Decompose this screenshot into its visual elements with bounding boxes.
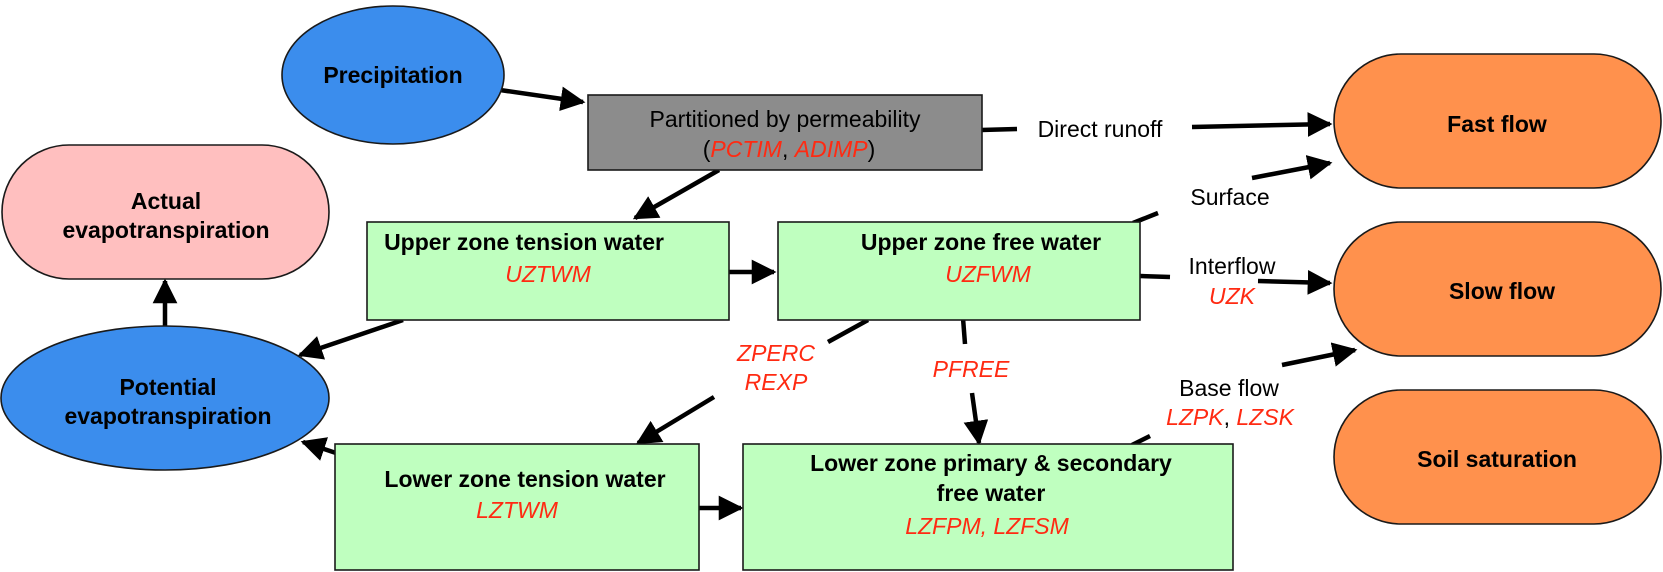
param-lzpk: LZPK <box>1166 404 1225 430</box>
param-rexp: REXP <box>745 369 808 395</box>
arrow-direct-runoff-to-fast <box>1191 112 1333 137</box>
arrow-percolation-to-lztw <box>635 395 716 445</box>
node-partition: Partitioned by permeability (PCTIM, ADIM… <box>587 94 983 171</box>
node-lower-zone-free-water: Lower zone primary & secondary free wate… <box>742 443 1234 571</box>
arrow-uztw-to-pet <box>297 317 404 360</box>
uztw-box <box>366 221 730 321</box>
slow-flow-label: Slow flow <box>1449 278 1555 304</box>
param-uztwm: UZTWM <box>505 261 591 287</box>
base-flow-sep: , <box>1224 404 1237 430</box>
param-zperc: ZPERC <box>736 340 815 366</box>
arrow-partition-to-uztw <box>632 168 721 220</box>
node-soil-saturation: Soil saturation <box>1333 389 1662 525</box>
precipitation-label: Precipitation <box>323 62 462 88</box>
param-adimp: ADIMP <box>793 136 869 162</box>
partition-sep: , <box>782 136 795 162</box>
base-flow-params: LZPK, LZSK <box>1166 404 1295 430</box>
potential-et-line1: Potential <box>119 374 216 400</box>
soil-saturation-shape <box>1333 389 1662 525</box>
potential-et-ellipse <box>0 325 330 471</box>
arrow-precip-to-partition <box>499 86 586 112</box>
param-pfree: PFREE <box>933 356 1010 382</box>
precipitation-ellipse <box>281 5 505 145</box>
line-partition-direct-runoff <box>980 126 1018 133</box>
param-uzfwm: UZFWM <box>945 261 1031 287</box>
fast-flow-label: Fast flow <box>1447 111 1547 137</box>
slow-flow-shape <box>1333 221 1662 357</box>
uztw-title: Upper zone tension water <box>384 229 664 255</box>
node-slow-flow: Slow flow <box>1333 221 1662 357</box>
node-lower-zone-tension-water: Lower zone tension water LZTWM <box>334 443 700 571</box>
arrow-interflow-to-slow <box>1257 270 1333 295</box>
partition-box <box>587 94 983 171</box>
edge-label-base-flow: Base flow <box>1179 375 1279 401</box>
fast-flow-shape <box>1333 53 1662 189</box>
node-upper-zone-free-water: Upper zone free water UZFWM <box>777 221 1141 321</box>
node-fast-flow: Fast flow <box>1333 53 1662 189</box>
uzfw-title: Upper zone free water <box>861 229 1101 255</box>
line-uzfw-pfree <box>960 317 968 345</box>
arrow-lztw-to-pet <box>300 437 337 461</box>
partition-params: (PCTIM, ADIMP) <box>675 136 896 162</box>
node-potential-et: Potential evapotranspiration <box>0 325 330 471</box>
arrow-pfree-to-lzfw <box>963 392 989 446</box>
lztw-box <box>334 443 700 571</box>
actual-et-shape <box>1 144 330 280</box>
edge-label-direct-runoff: Direct runoff <box>1038 116 1163 142</box>
partition-paren-open: ( <box>703 136 711 162</box>
line-uzfw-interflow <box>1139 273 1171 280</box>
partition-paren-close: ) <box>868 136 876 162</box>
edge-label-interflow: Interflow <box>1189 253 1276 279</box>
lzfw-line2: free water <box>937 480 1046 506</box>
arrow-surface-to-fast <box>1251 155 1333 181</box>
actual-et-line1: Actual <box>131 188 201 214</box>
lzfw-line1: Lower zone primary & secondary <box>810 450 1172 476</box>
node-precipitation: Precipitation <box>281 5 505 145</box>
line-uzfw-percolation <box>826 318 870 344</box>
param-lztwm: LZTWM <box>476 497 559 523</box>
param-lzfpm-lzfsm: LZFPM, LZFSM <box>905 513 1069 539</box>
partition-title: Partitioned by permeability <box>649 106 921 132</box>
uzfw-box <box>777 221 1141 321</box>
lzfw-box <box>742 443 1234 571</box>
edge-label-surface: Surface <box>1190 184 1269 210</box>
node-actual-et: Actual evapotranspiration <box>1 144 330 280</box>
soil-saturation-label: Soil saturation <box>1417 446 1577 472</box>
node-upper-zone-tension-water: Upper zone tension water UZTWM <box>366 221 730 321</box>
param-uzk: UZK <box>1209 283 1257 309</box>
potential-et-line2: evapotranspiration <box>64 403 271 429</box>
lztw-title: Lower zone tension water <box>384 466 665 492</box>
actual-et-line2: evapotranspiration <box>62 217 269 243</box>
arrow-base-flow-to-slow <box>1281 342 1358 368</box>
param-pctim: PCTIM <box>710 136 782 162</box>
param-lzsk: LZSK <box>1236 404 1295 430</box>
